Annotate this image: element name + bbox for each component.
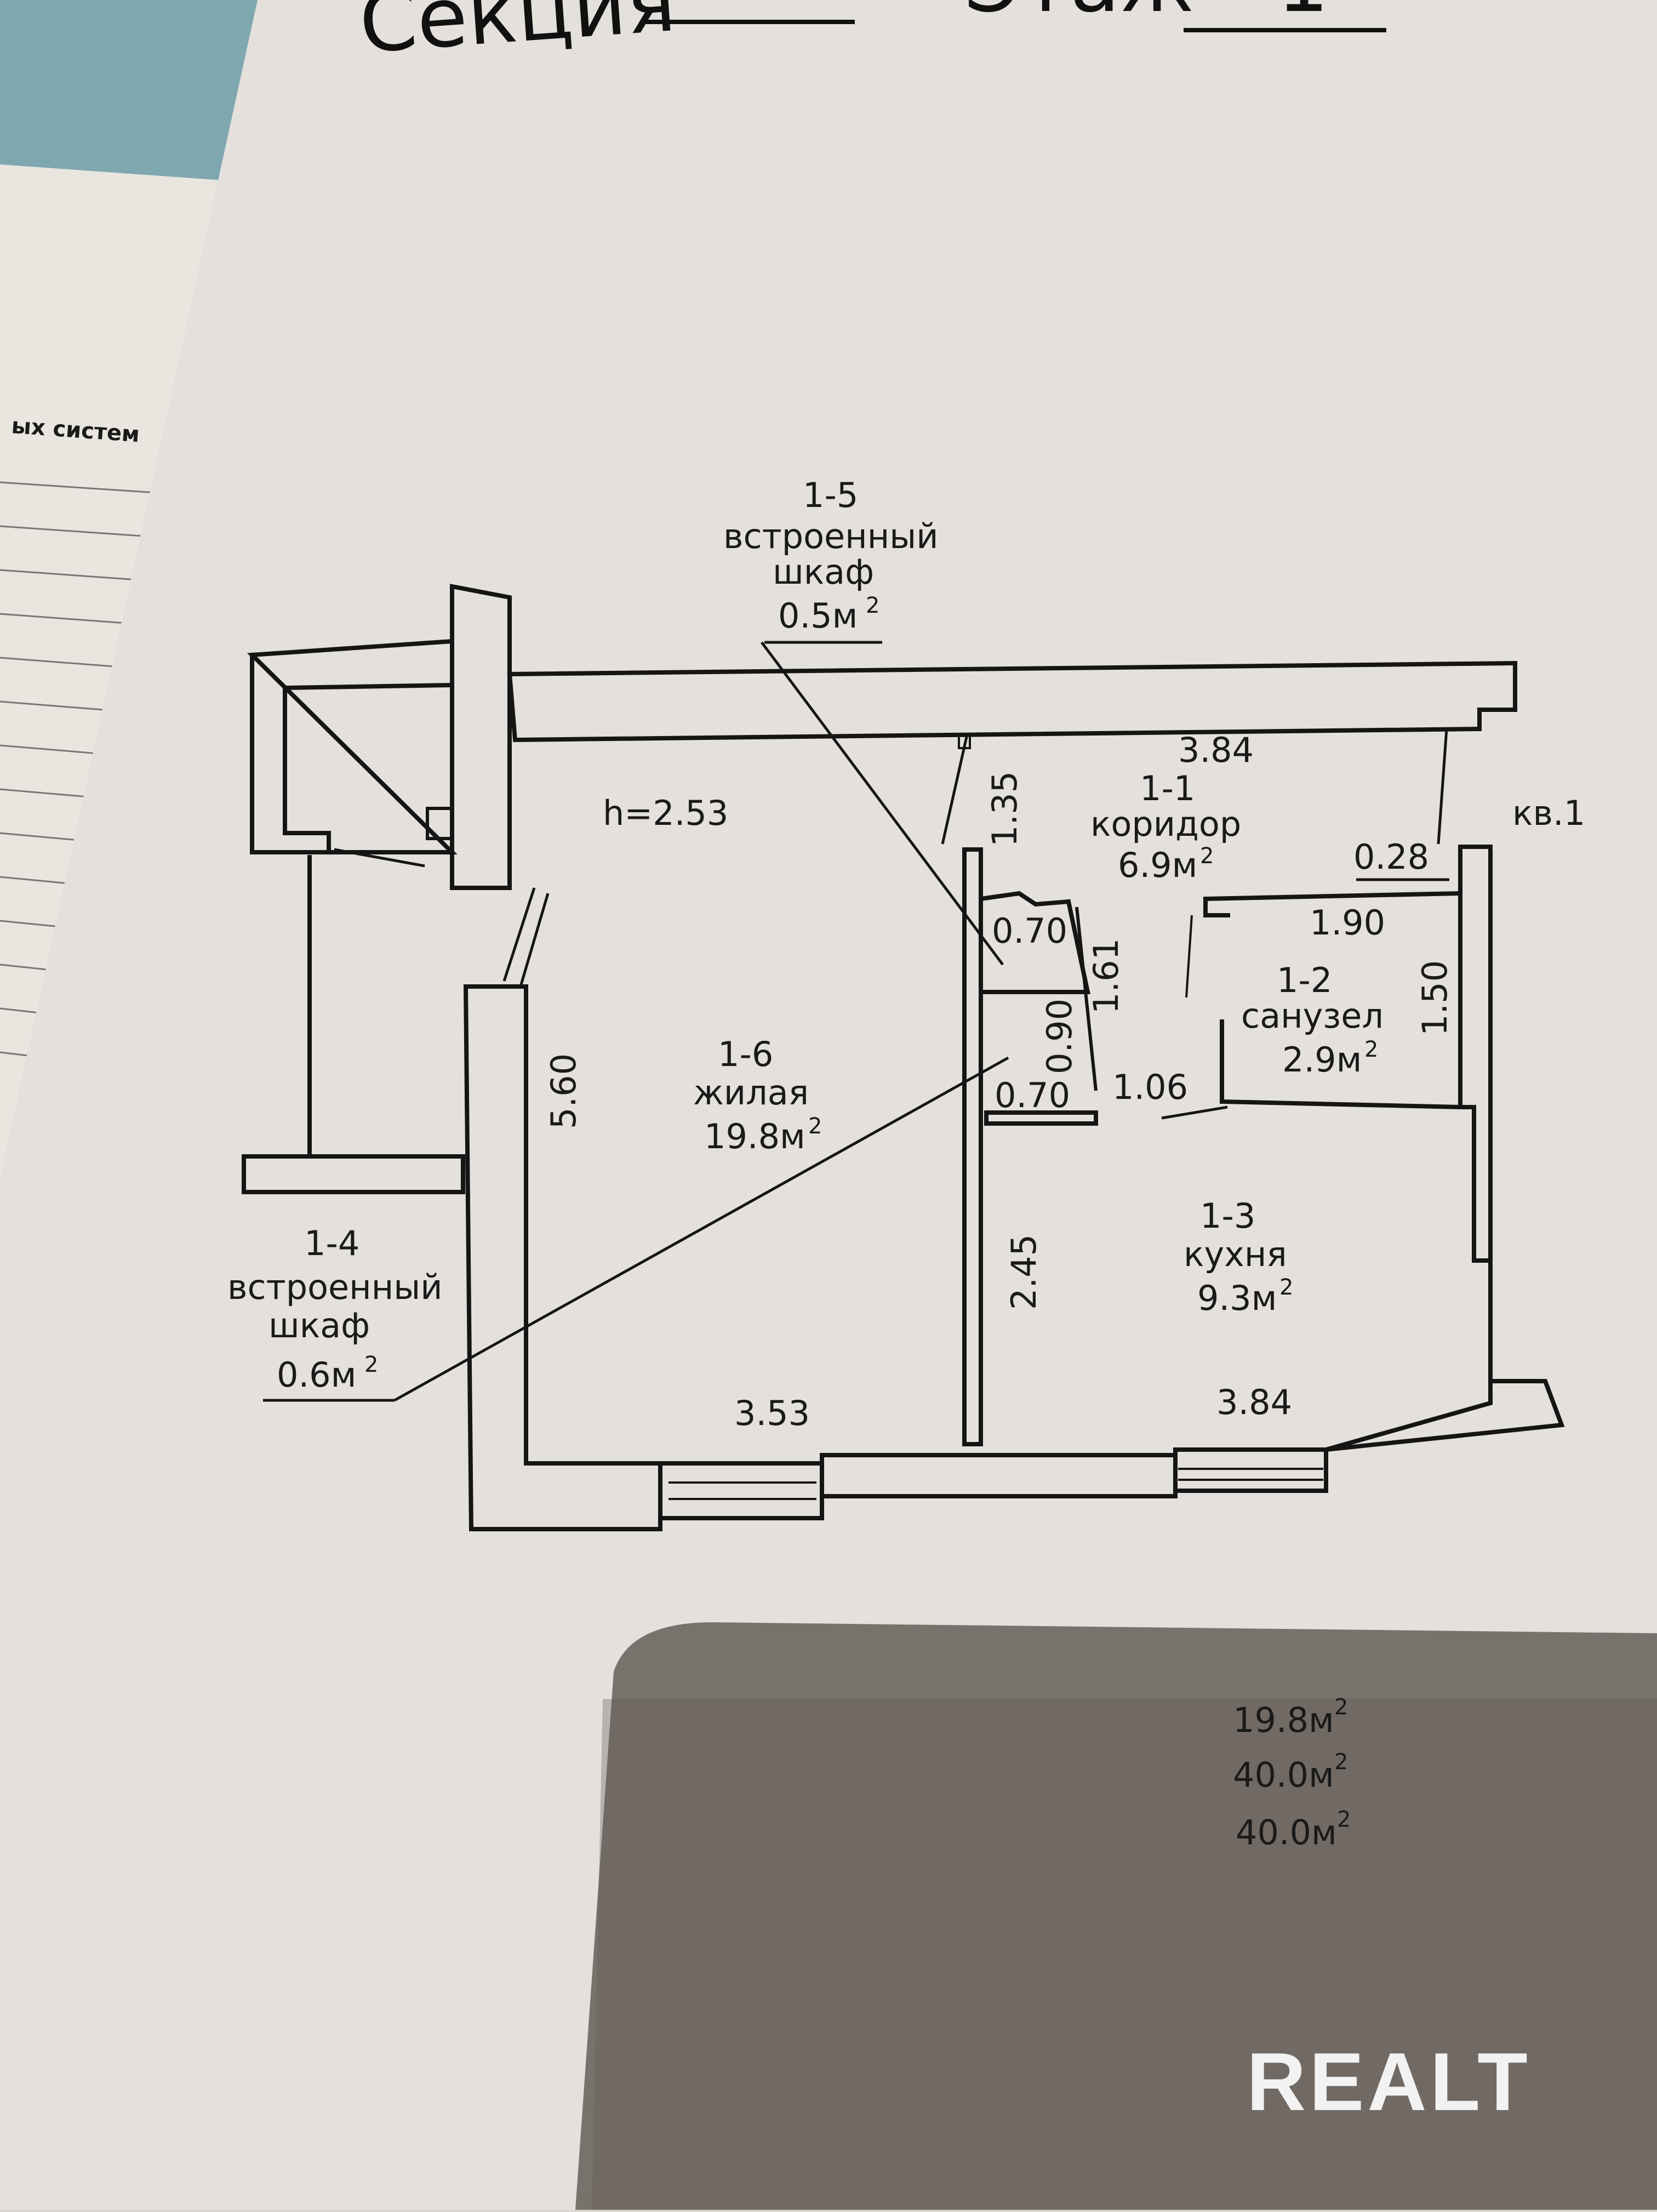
bottom-wall-a [658, 1461, 824, 1520]
bath-bottom [1220, 1019, 1461, 1109]
balcony-slab [242, 1154, 465, 1194]
svg-text:2: 2 [1364, 1037, 1378, 1062]
room-1-5-name-2: шкаф [773, 552, 874, 592]
totals: 19.8м 2 40.0м 2 40.0м 2 [1233, 1695, 1351, 1852]
room-1-6-area: 19.8м [704, 1116, 805, 1156]
svg-text:2: 2 [1337, 1807, 1351, 1832]
dim-corridor-top: 3.84 [1178, 730, 1254, 770]
column [450, 584, 512, 890]
total-living: 19.8м [1233, 1700, 1334, 1740]
svg-text:2: 2 [364, 1352, 378, 1377]
room-1-4-id: 1-4 [304, 1223, 359, 1263]
dim-bath-height: 1.50 [1415, 960, 1455, 1036]
room-1-2-name: санузел [1241, 996, 1384, 1036]
room-1-5-id: 1-5 [803, 475, 858, 515]
dim-closet-bottom-height: 0.90 [1039, 999, 1079, 1074]
dim-door-gap: 1.06 [1112, 1067, 1188, 1107]
dim-kitchen-side: 2.45 [1004, 1234, 1044, 1310]
room-1-3-id: 1-3 [1200, 1196, 1255, 1236]
dim-living-width: 3.53 [734, 1393, 810, 1433]
watermark-logo: REALT [1247, 2036, 1531, 2128]
room-1-5-area: 0.5м [778, 596, 858, 636]
closet-shelf [984, 1110, 1098, 1126]
shadow [575, 1622, 1657, 2210]
dim-closet-top-height: 1.61 [1086, 938, 1126, 1014]
svg-text:2: 2 [1334, 1749, 1348, 1775]
floor-value: 1 [1277, 0, 1329, 31]
svg-text:2: 2 [1200, 843, 1214, 869]
svg-text:2: 2 [1279, 1275, 1293, 1300]
bottom-wall-b [820, 1453, 1178, 1498]
room-1-2-area: 2.9м [1282, 1040, 1362, 1080]
room-1-3-area: 9.3м [1197, 1278, 1277, 1318]
dim-kitchen-width: 3.84 [1216, 1382, 1292, 1422]
rotated-dimensions: 1.35 1.61 0.90 1.50 5.60 2.45 [544, 771, 1455, 1310]
partition [962, 847, 983, 1446]
bath-top [1203, 891, 1461, 917]
dim-closet-bottom-width: 0.70 [995, 1075, 1070, 1115]
total-area: 40.0м [1233, 1755, 1334, 1795]
room-1-4-name-2: шкаф [268, 1305, 370, 1346]
floor-label: Этаж [964, 0, 1194, 31]
room-1-1-name: коридор [1090, 804, 1241, 844]
room-1-5-name-1: встроенный [723, 516, 939, 556]
bottom-wall-c [1173, 1447, 1328, 1493]
room-1-6-name: жилая [693, 1073, 809, 1113]
dim-closet-top-width: 0.70 [992, 911, 1067, 951]
balcony-outer [247, 638, 458, 854]
room-1-3-name: кухня [1184, 1234, 1287, 1274]
top-wall [507, 660, 1517, 743]
balcony-left [250, 655, 329, 854]
dim-bath-offset: 0.28 [1353, 837, 1429, 877]
svg-text:2: 2 [866, 593, 879, 618]
room-1-4-name-1: встроенный [227, 1267, 443, 1307]
svg-text:2: 2 [1334, 1695, 1348, 1720]
dim-corridor-side: 1.35 [985, 771, 1025, 847]
room-1-4-area: 0.6м [277, 1355, 356, 1395]
dim-living-height: 5.60 [544, 1053, 584, 1129]
closet-top [980, 891, 1090, 994]
walls [242, 584, 1565, 1531]
room-1-1-area: 6.9м [1118, 845, 1197, 885]
leader-lines [263, 641, 1449, 1402]
ceiling-height: h=2.53 [603, 793, 728, 833]
room-1-2-id: 1-2 [1277, 960, 1332, 1000]
total-general: 40.0м [1236, 1812, 1337, 1852]
right-wall [1325, 845, 1565, 1452]
dim-bath-width: 1.90 [1310, 903, 1385, 943]
plan-labels: 1-5 встроенный шкаф 0.5м 2 h=2.53 3.84 к… [227, 475, 1585, 1433]
room-1-6-id: 1-6 [718, 1034, 773, 1074]
svg-text:2: 2 [808, 1114, 822, 1139]
apartment-number: кв.1 [1512, 793, 1585, 833]
room-1-1-id: 1-1 [1140, 768, 1195, 808]
